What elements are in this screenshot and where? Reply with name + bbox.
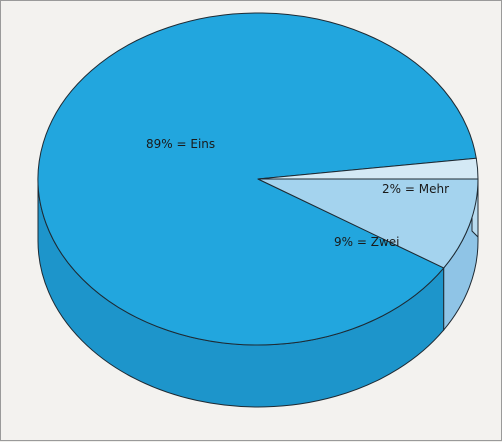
- slice-top-mehr: [257, 157, 479, 180]
- slice-label-eins: 89% = Eins: [146, 137, 215, 151]
- slice-top-eins: [37, 12, 477, 346]
- pie-label-layer: 89% = Eins 9% = Zwei 2% = Mehr: [146, 137, 449, 249]
- slice-label-mehr: 2% = Mehr: [382, 182, 449, 196]
- slice-label-zwei: 9% = Zwei: [334, 235, 399, 249]
- slice-top-zwei: [257, 178, 479, 269]
- pie-top-layer: [37, 12, 479, 346]
